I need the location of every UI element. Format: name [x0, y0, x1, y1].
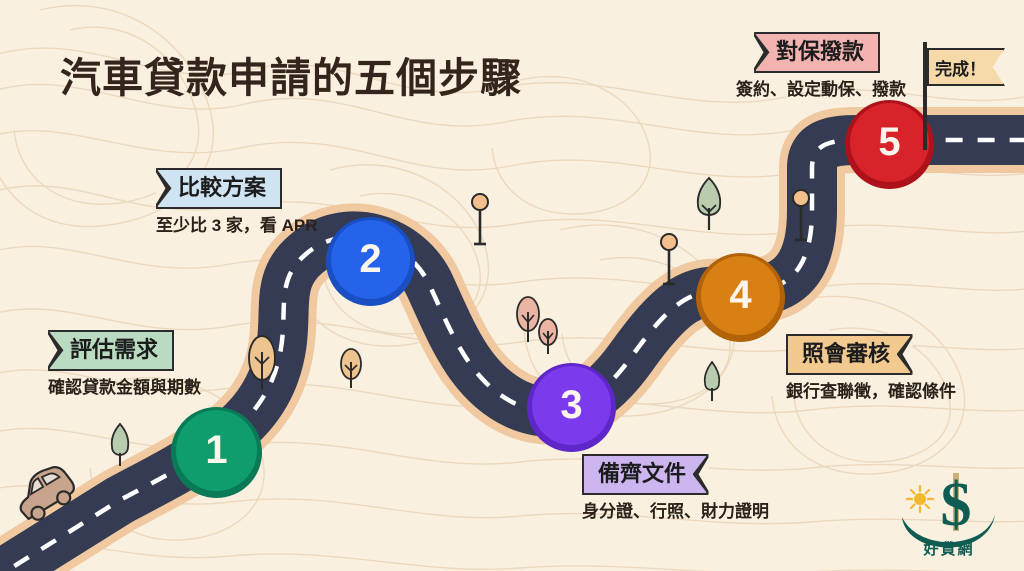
step-node-3[interactable]: 3	[532, 366, 611, 445]
tree-icon	[110, 422, 130, 466]
brand-logo[interactable]: $ 好貸網	[894, 469, 1004, 561]
tree-icon	[703, 360, 721, 401]
step-node-1[interactable]: 1	[176, 410, 257, 491]
tree-icon	[538, 318, 558, 354]
finish-label: 完成！	[935, 59, 986, 79]
tree-icon	[340, 348, 362, 388]
step-node-4[interactable]: 4	[701, 256, 780, 335]
step-node-5[interactable]: 5	[850, 103, 929, 182]
step-node-label-2: 2	[359, 237, 382, 281]
logo-name: 好貸網	[923, 541, 975, 558]
tree-icon	[696, 176, 722, 230]
swoosh-icon	[902, 514, 995, 548]
svg-text:$: $	[941, 471, 972, 539]
step-node-label-3: 3	[560, 383, 583, 427]
lamp-post-icon	[792, 189, 810, 242]
lamp-post-icon	[660, 233, 678, 286]
dollar-icon: $	[941, 471, 972, 539]
flag-cloth: 完成！	[927, 48, 1005, 86]
tree-icon	[516, 296, 540, 342]
sun-icon	[905, 484, 935, 514]
logo-mark: $	[902, 471, 995, 548]
step-node-label-5: 5	[878, 120, 901, 164]
tree-icon	[248, 335, 276, 390]
step-node-2[interactable]: 2	[331, 220, 410, 299]
step-node-label-1: 1	[205, 428, 228, 472]
step-node-label-4: 4	[729, 273, 752, 317]
lamp-post-icon	[471, 193, 489, 246]
car-icon	[19, 466, 75, 521]
flag-pole	[923, 42, 927, 150]
